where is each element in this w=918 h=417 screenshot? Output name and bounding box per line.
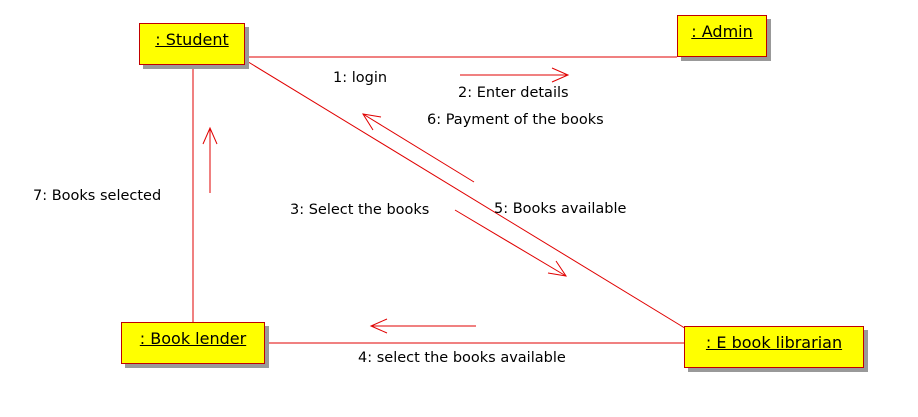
arrow-payment-to-student	[361, 113, 475, 183]
arrow-selected-to-student	[202, 126, 218, 193]
message-books-available: 5: Books available	[494, 201, 627, 217]
object-book-lender: : Book lender	[121, 322, 265, 364]
arrow-login-to-admin	[460, 67, 570, 83]
link-student-librarian	[244, 59, 689, 331]
message-payment: 6: Payment of the books	[427, 112, 604, 128]
message-login: 1: login	[333, 70, 388, 86]
message-enter-details: 2: Enter details	[458, 85, 569, 101]
object-student: : Student	[139, 23, 245, 65]
object-ebook-librarian: : E book librarian	[684, 326, 864, 368]
object-admin: : Admin	[677, 15, 767, 57]
message-select-available: 4: select the books available	[358, 350, 566, 366]
message-books-selected: 7: Books selected	[33, 188, 162, 204]
arrow-select-to-librarian	[454, 209, 568, 277]
arrow-available-to-lender	[369, 318, 476, 334]
message-select-books: 3: Select the books	[290, 202, 430, 218]
